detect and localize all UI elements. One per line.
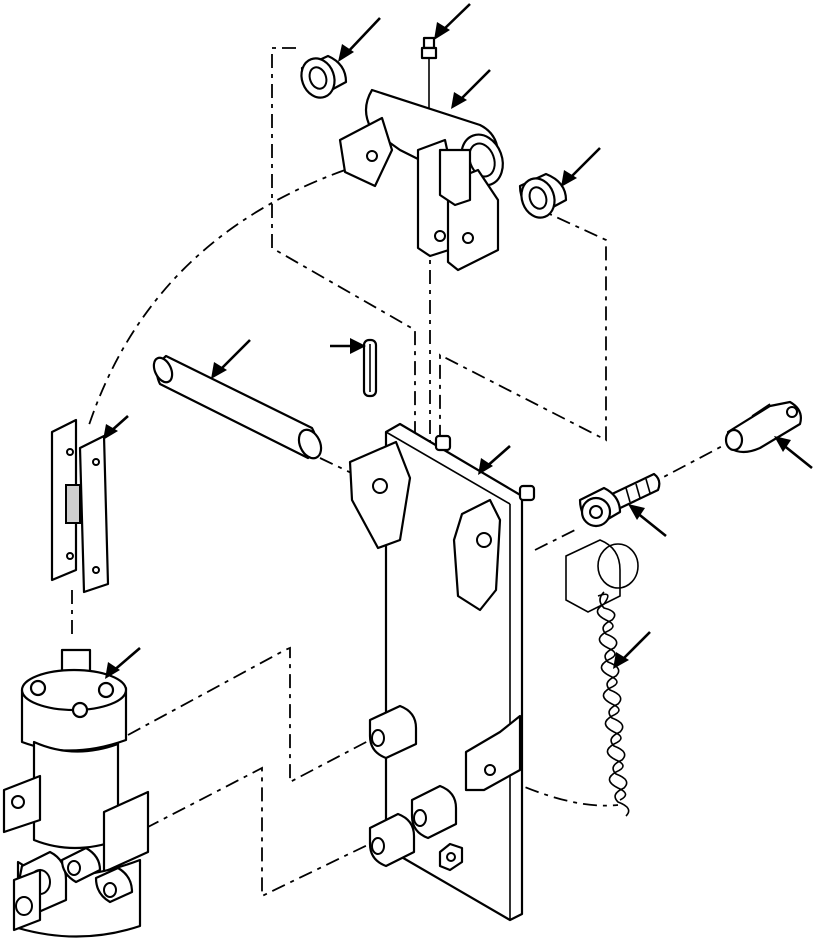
brake-valve-icon — [2, 648, 150, 938]
callout-arrow-lever-bracket — [451, 69, 491, 109]
callout-arrow-grease-fitting — [434, 3, 471, 40]
lever-bracket-icon — [338, 88, 504, 272]
callout-arrow-brake-valve — [105, 647, 141, 679]
callout-arrow-spacer-bolt — [628, 504, 667, 538]
callout-arrow-clevis — [774, 436, 813, 470]
callout-arrow-link-plates — [103, 415, 129, 440]
callout-arrow-roll-pin — [330, 338, 366, 354]
pivot-pin-icon — [152, 354, 323, 460]
callout-arrow-bearing-upper-left — [338, 17, 381, 62]
roller-bearing-upper-left-icon — [300, 54, 348, 99]
callout-arrow-bearing-upper-right — [561, 147, 601, 187]
callout-arrow-spring — [613, 631, 651, 669]
clamp-outline-icon — [565, 539, 639, 613]
callout-arrows — [103, 3, 813, 679]
clevis-icon — [724, 400, 802, 454]
roll-pin-icon — [362, 338, 378, 398]
coil-spring-icon — [596, 591, 630, 817]
mounting-plate-icon — [348, 422, 536, 922]
grease-fitting-icon — [420, 36, 438, 112]
link-plates-icon — [50, 418, 110, 594]
callout-arrow-pivot-pin — [211, 339, 251, 379]
roller-bearing-upper-right-icon — [518, 172, 568, 219]
bolt-spacer-icon — [578, 472, 661, 528]
callout-arrow-mounting-plate — [478, 445, 511, 475]
